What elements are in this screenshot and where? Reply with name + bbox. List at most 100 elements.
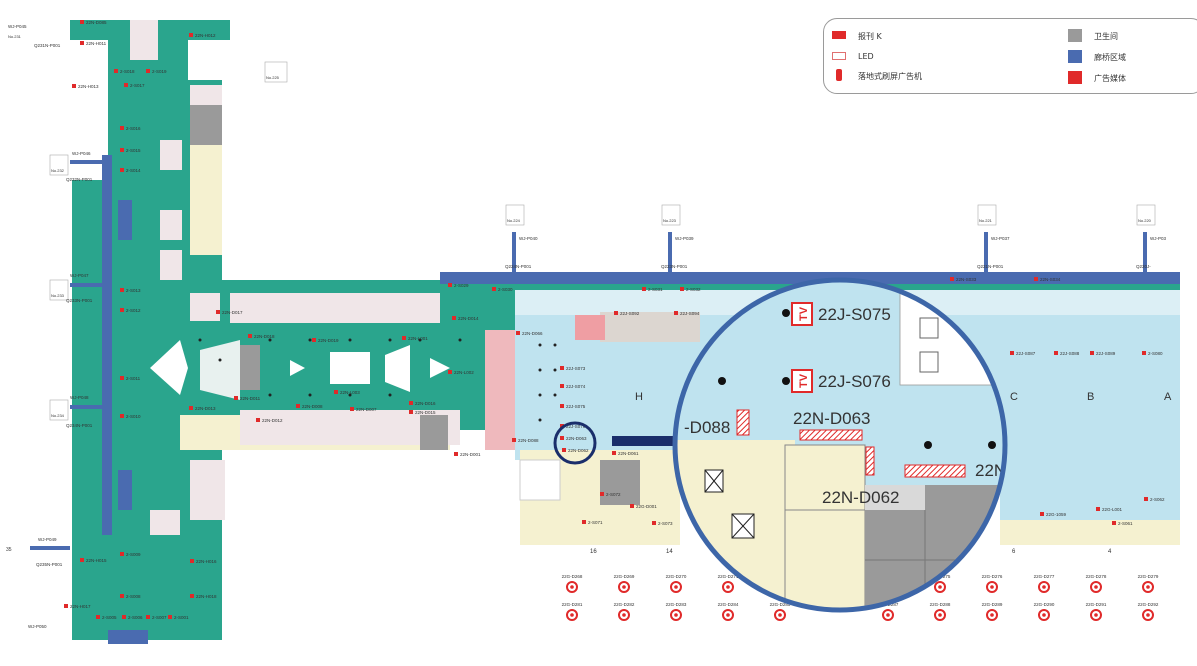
position-code: Q234N-P001 — [66, 423, 93, 428]
media-marker — [72, 84, 76, 88]
ad-marker-label: 22G-D285 — [770, 602, 791, 607]
ad-marker-dot — [778, 613, 782, 617]
media-marker — [409, 410, 413, 414]
ad-marker-label: 22G-D292 — [1138, 602, 1159, 607]
location-label: 22J-S074 — [566, 384, 586, 389]
restroom-swatch — [1068, 29, 1082, 42]
location-label: 22G-L001 — [1102, 507, 1123, 512]
location-label: 2-S009 — [126, 552, 141, 557]
legend-label-restroom: 卫生间 — [1094, 32, 1118, 41]
location-label: 22N-S033 — [956, 277, 977, 282]
location-label: 22G-D001 — [636, 504, 657, 509]
gate-letter-a: A — [1164, 391, 1172, 403]
ad-marker-dot — [1042, 585, 1046, 589]
bridge-code: WJ-P048 — [70, 395, 89, 400]
media-marker — [168, 615, 172, 619]
position-code: Q221N-P001 — [977, 264, 1004, 269]
location-label: 22J-S075 — [566, 404, 586, 409]
stand-number: No.232 — [51, 168, 65, 173]
zoom-label-d062: 22N-D062 — [822, 488, 900, 507]
media-marker — [560, 366, 564, 370]
stand-number: No.224 — [507, 218, 521, 223]
stand-marker: No.233 WJ-P047 Q233N-P001 — [49, 273, 108, 303]
bridge-code: WJ-P050 — [28, 624, 47, 629]
media-marker — [680, 287, 684, 291]
location-label: 2-S011 — [126, 376, 141, 381]
location-label: 2-S072 — [606, 492, 621, 497]
position-code: Q231N-P001 — [34, 43, 61, 48]
media-marker — [448, 370, 452, 374]
location-label: 22N-D001 — [460, 452, 481, 457]
legend-label-newsstand: 报刊 K — [858, 32, 882, 41]
location-label: 22N-D007 — [356, 407, 377, 412]
ad-marker-dot — [886, 613, 890, 617]
location-label: 2-S016 — [126, 126, 141, 131]
media-marker — [1144, 497, 1148, 501]
zoom-label-cut: 22N — [975, 461, 1006, 480]
location-label: 2-S073 — [658, 521, 673, 526]
tv-icon: TV — [791, 302, 813, 326]
stand-marker: No.225 — [264, 61, 288, 83]
location-label: 22N-H015 — [86, 558, 107, 563]
media-marker — [189, 33, 193, 37]
location-label: 22N-D016 — [415, 401, 436, 406]
media-marker — [120, 308, 124, 312]
bridge-code: WJ-P046 — [72, 151, 91, 156]
location-label: 2-S071 — [588, 520, 603, 525]
location-label: 22J-S092 — [620, 311, 640, 316]
media-marker — [189, 406, 193, 410]
location-label: 2-S061 — [1118, 521, 1133, 526]
zoom-source-circle — [553, 421, 597, 465]
bridge-code: WJ-P047 — [70, 273, 89, 278]
gate-letter-b: B — [1087, 391, 1094, 403]
media-marker — [114, 69, 118, 73]
ad-marker-dot — [570, 585, 574, 589]
media-marker — [516, 331, 520, 335]
media-marker — [448, 283, 452, 287]
media-marker — [80, 558, 84, 562]
stand-number: No.223 — [663, 218, 677, 223]
location-label: 22N-D013 — [195, 406, 216, 411]
media-marker — [120, 414, 124, 418]
media-marker — [190, 559, 194, 563]
media-marker — [409, 401, 413, 405]
location-label: 22N-H018 — [196, 594, 217, 599]
location-label: 22J-S088 — [1060, 351, 1080, 356]
location-label: 2-S007 — [152, 615, 167, 620]
stand-number: No.233 — [51, 293, 65, 298]
media-marker — [248, 334, 252, 338]
left-stands: WJ-P045 Q231N-P001 No.231 No.232 WJ-P046… — [6, 24, 108, 629]
ad-marker-label: 22G-D268 — [562, 574, 583, 579]
media-marker — [630, 504, 634, 508]
position-code: Q224N-P001 — [505, 264, 532, 269]
location-label: 22N-D017 — [222, 310, 243, 315]
floor-number-16: 16 — [590, 549, 597, 555]
media-marker — [216, 310, 220, 314]
ad-marker-dot — [674, 613, 678, 617]
ad-marker-label: 22G-D282 — [614, 602, 635, 607]
media-marker — [234, 396, 238, 400]
bridge-code: WJ-P045 — [8, 24, 27, 29]
ad-marker-label: 22G-D290 — [1034, 602, 1055, 607]
ad-marker-dot — [726, 613, 730, 617]
position-code: Q233N-P001 — [66, 298, 93, 303]
location-label: 2-S030 — [498, 287, 513, 292]
led-icon — [832, 52, 846, 60]
bridge-area-swatch — [1068, 50, 1082, 63]
ad-marker-label: 22G-D281 — [562, 602, 583, 607]
ad-marker-dot — [990, 585, 994, 589]
ad-marker-dot — [622, 613, 626, 617]
legend-label-led: LED — [858, 52, 874, 61]
media-marker — [312, 338, 316, 342]
stand-marker: No.234 WJ-P048 Q234N-P001 — [49, 395, 108, 428]
media-marker — [146, 69, 150, 73]
media-marker — [80, 41, 84, 45]
location-label: 22J-S076 — [566, 424, 586, 429]
ad-media-swatch — [1068, 71, 1082, 84]
media-marker — [612, 451, 616, 455]
bridge-code: WJ-P040 — [519, 236, 538, 241]
stand-number: 35 — [6, 547, 12, 553]
ad-marker-label: 22G-D277 — [1034, 574, 1055, 579]
floor-number-4: 4 — [1108, 549, 1112, 555]
